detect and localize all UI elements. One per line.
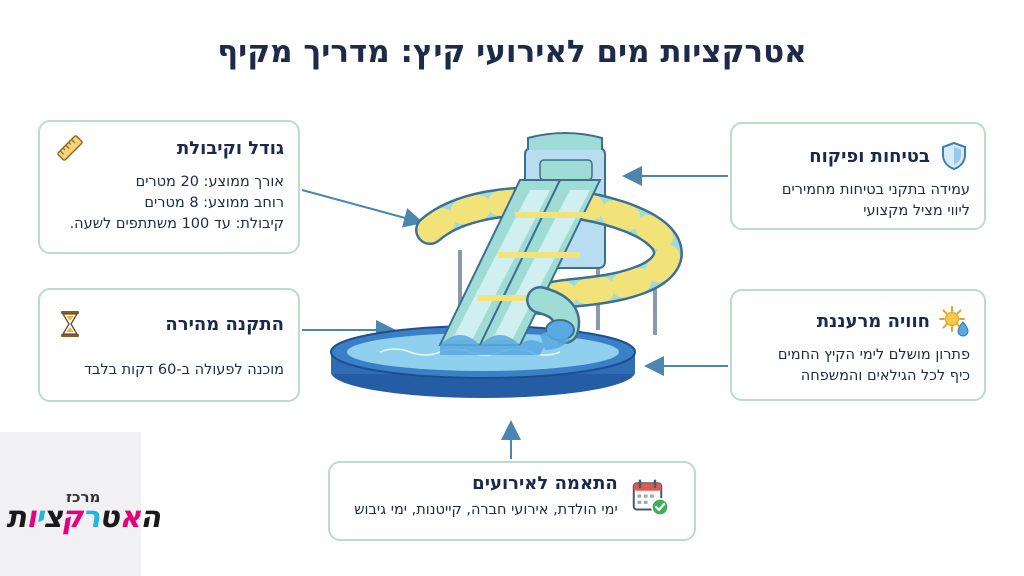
safety-line: עמידה בתקני בטיחות מחמירים — [781, 182, 970, 198]
spiral-tube — [415, 186, 683, 315]
size-card-body: אורך ממוצע: 20 מטרים רוחב ממוצע: 8 מטרים… — [54, 172, 284, 235]
setup-card-title: התקנה מהירה — [165, 313, 284, 335]
size-capacity-card: גודל וקיבולת אורך ממוצע: 20 מטרים רוחב מ… — [38, 120, 300, 254]
experience-card-body: פתרון מושלם לימי הקיץ החמים כיף לכל הגיל… — [746, 345, 970, 387]
events-card-title: התאמה לאירועים — [472, 473, 618, 494]
safety-card-title: בטיחות ופיקוח — [809, 145, 930, 167]
refreshing-experience-card: חוויה מרעננת פתרון מושלם לימי הקיץ החמים… — [730, 289, 986, 401]
ruler-icon — [57, 135, 83, 161]
events-line: ימי הולדת, אירועי חברה, קייטנות, ימי גיב… — [354, 502, 618, 518]
calendar-check-icon — [632, 479, 669, 516]
size-line: רוחב ממוצע: 8 מטרים — [144, 195, 284, 212]
logo-brand: האטרקציות — [5, 500, 164, 535]
events-card-body: ימי הולדת, אירועי חברה, קייטנות, ימי גיב… — [354, 500, 617, 521]
experience-line: פתרון מושלם לימי הקיץ החמים — [777, 347, 970, 363]
quick-setup-card: התקנה מהירה מוכנה לפעולה ב-60 דקות בלבד — [38, 288, 300, 402]
events-card: התאמה לאירועים ימי הולדת, אירועי חברה, ק… — [328, 461, 696, 541]
safety-card-body: עמידה בתקני בטיחות מחמירים ליווי מציל מק… — [746, 180, 970, 222]
safety-card: בטיחות ופיקוח עמידה בתקני בטיחות מחמירים… — [730, 122, 986, 230]
size-line: אורך ממוצע: 20 מטרים — [135, 174, 284, 190]
sun-drop-icon — [939, 306, 969, 337]
size-card-title: גודל וקיבולת — [176, 137, 284, 159]
page-title: אטרקציות מים לאירועי קיץ: מדריך מקיף — [217, 34, 807, 70]
logo-small-text: מרכז — [66, 488, 101, 506]
shield-icon — [942, 141, 966, 171]
experience-card-title: חוויה מרעננת — [816, 310, 930, 332]
hourglass-icon — [61, 311, 79, 337]
safety-line: ליווי מציל מקצועי — [863, 203, 970, 220]
arrow-from-size — [301, 189, 424, 228]
logo-area — [0, 432, 141, 576]
size-line: קיבולת: עד 100 משתתפים לשעה. — [69, 216, 284, 233]
experience-line: כיף לכל הגילאים והמשפחה — [800, 368, 970, 385]
water-splash — [440, 331, 570, 355]
setup-card-body: מוכנה לפעולה ב-60 דקות בלבד — [54, 360, 284, 381]
setup-line: מוכנה לפעולה ב-60 דקות בלבד — [84, 362, 284, 378]
